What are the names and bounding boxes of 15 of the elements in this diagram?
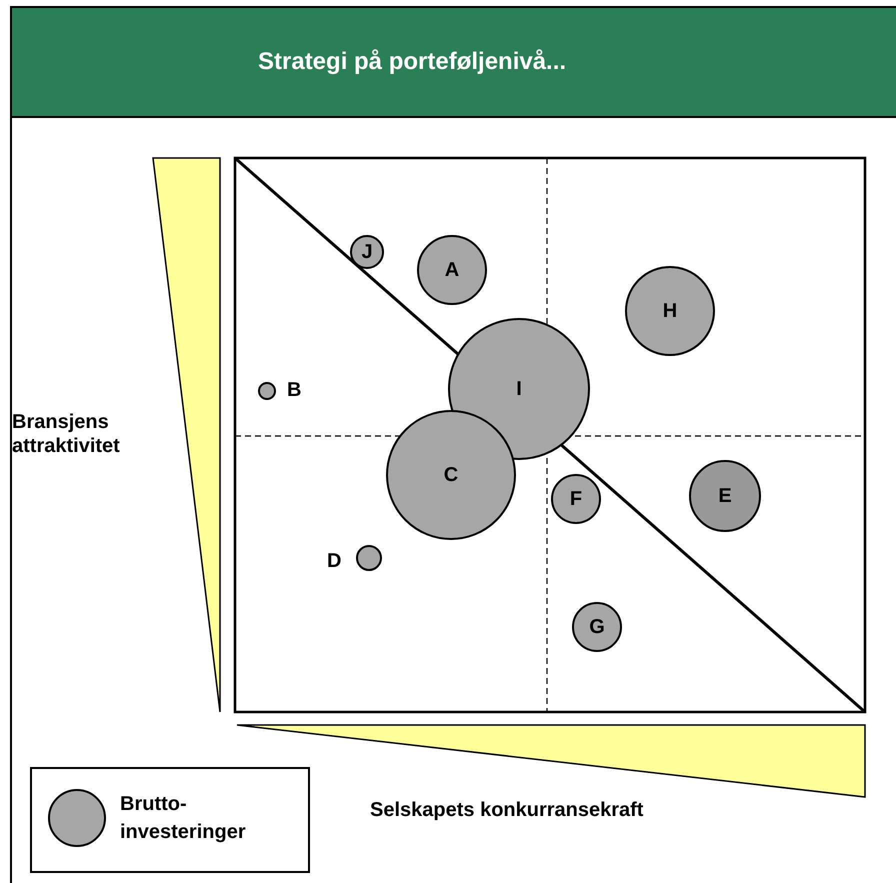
bubble: A [417, 235, 487, 305]
bubble: G [572, 602, 622, 652]
title: Strategi på porteføljenivå... [258, 47, 566, 77]
bubble-label: B [287, 380, 302, 400]
bubble [356, 545, 382, 571]
bubble: J [350, 235, 384, 269]
legend-label: Brutto- investeringer [120, 792, 247, 845]
bubble-label: D [327, 551, 342, 571]
bubble [258, 382, 276, 400]
bubble: C [386, 410, 516, 540]
axis-label: Bransjens attraktivitet [12, 410, 121, 458]
axis-label: Selskapets konkurransekraft [370, 798, 644, 822]
bubble: E [689, 460, 761, 532]
bubble: H [625, 266, 715, 356]
bubble: F [551, 474, 601, 524]
